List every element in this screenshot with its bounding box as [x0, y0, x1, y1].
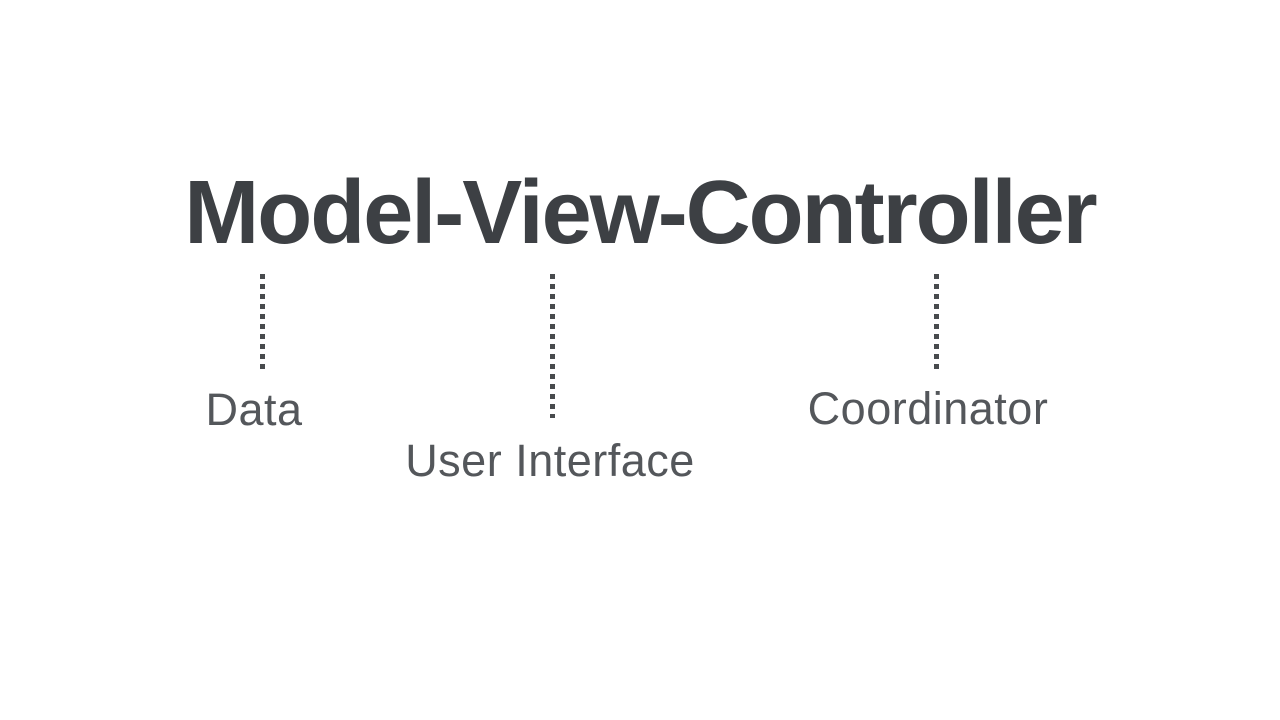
annotation-controller-coordinator: Coordinator [807, 383, 1049, 434]
dotted-connector-model [260, 274, 265, 370]
annotation-model-data: Data [205, 384, 303, 435]
dotted-connector-controller [934, 274, 939, 370]
page-title: Model-View-Controller [184, 163, 1097, 263]
annotation-view-user-interface: User Interface [405, 435, 695, 486]
dotted-connector-view [550, 274, 555, 418]
